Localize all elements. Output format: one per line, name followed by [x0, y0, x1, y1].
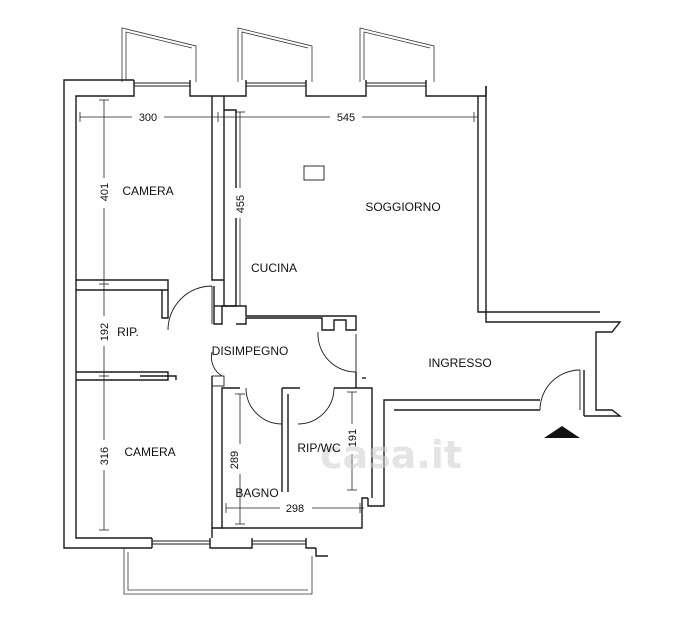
room-rip-wc: RIP/WC — [297, 441, 341, 455]
dim-bagno-width: 298 — [286, 503, 304, 515]
dim-cucina-height: 455 — [235, 195, 247, 213]
dim-top-left: 300 — [139, 112, 157, 124]
duct-shaft — [303, 165, 325, 181]
dim-camera-top-height: 401 — [99, 183, 111, 201]
room-camera-top: CAMERA — [122, 184, 173, 198]
room-cucina: CUCINA — [251, 261, 297, 275]
room-bagno: BAGNO — [235, 486, 278, 500]
entrance-arrow-icon — [544, 426, 580, 438]
room-ingresso: INGRESSO — [428, 356, 491, 370]
room-camera-bottom: CAMERA — [124, 445, 175, 459]
dim-camera-bottom-height: 316 — [99, 447, 111, 465]
bottom-balcony — [123, 548, 313, 595]
windows — [134, 82, 426, 545]
room-disimpegno: DISIMPEGNO — [212, 344, 289, 358]
doors — [167, 285, 581, 425]
room-rip-left: RIP. — [117, 325, 139, 339]
room-soggiorno: SOGGIORNO — [365, 200, 440, 214]
dim-top-right: 545 — [337, 112, 355, 124]
outer-walls — [63, 79, 623, 557]
watermark: casa.it — [320, 433, 462, 477]
dim-bagno-height: 289 — [229, 451, 241, 469]
dim-ripwc-height: 191 — [347, 429, 359, 447]
top-balconies — [121, 27, 435, 82]
dim-rip-height: 192 — [99, 323, 111, 341]
